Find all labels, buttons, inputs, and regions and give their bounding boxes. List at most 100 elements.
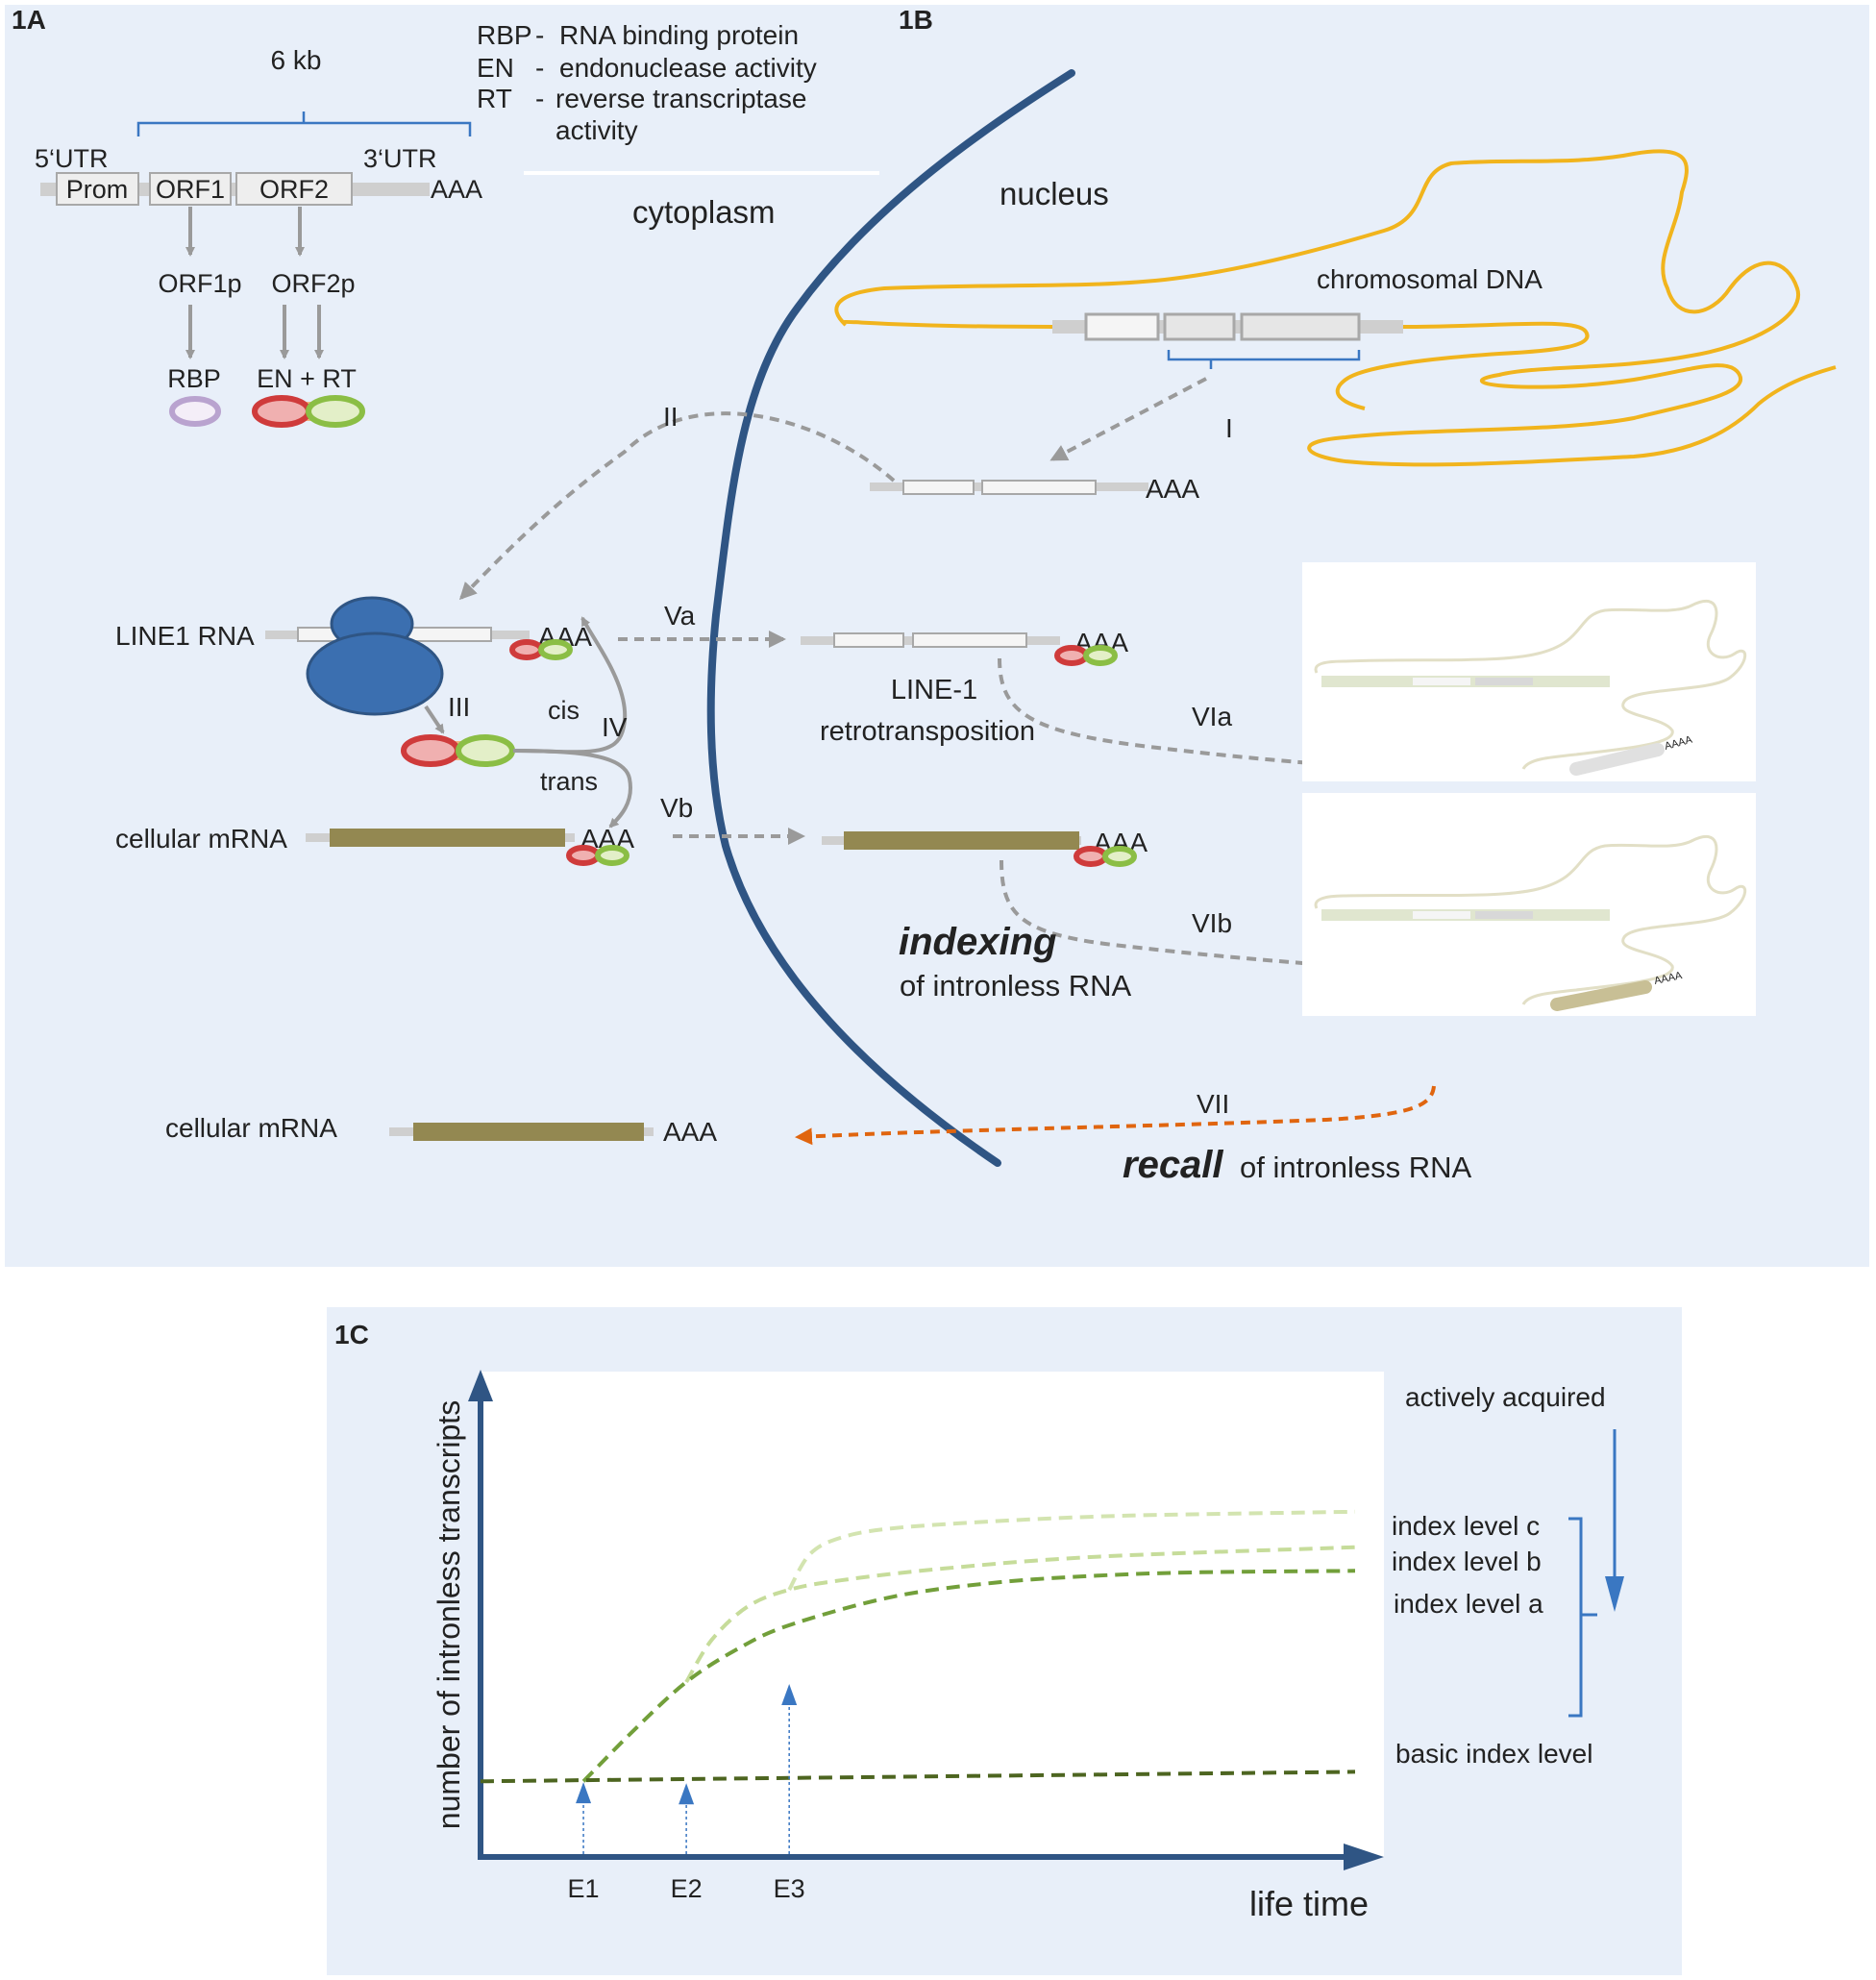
nuclear-rna-box-1 xyxy=(902,480,975,495)
inset-b-line1-box xyxy=(1413,911,1470,919)
trans-rt-icon xyxy=(595,845,629,866)
ribosome-large-subunit-icon xyxy=(306,631,444,716)
inset-b-line1-box-2 xyxy=(1475,911,1533,919)
nucleus-label: nucleus xyxy=(1000,176,1109,211)
index-levels-bracket xyxy=(1568,1517,1597,1718)
length-label: 6 kb xyxy=(271,45,322,75)
recalled-mrna-polya: AAA xyxy=(663,1117,717,1147)
x-tick-label: E3 xyxy=(774,1874,805,1903)
inset-a-dna xyxy=(1314,599,1747,770)
export-arrow xyxy=(458,411,896,601)
level-c-label: index level c xyxy=(1392,1511,1540,1541)
chromosomal-dna-label: chromosomal DNA xyxy=(1317,264,1543,294)
cis-rt-icon xyxy=(538,639,573,660)
recall-sub-label: of intronless RNA xyxy=(1240,1151,1472,1184)
orf1p-label: ORF1p xyxy=(158,269,241,298)
legend: RBP - RNA binding protein EN - endonucle… xyxy=(477,20,817,145)
cytoplasm-label: cytoplasm xyxy=(632,194,776,230)
translation-arrow xyxy=(424,705,445,734)
panel-1c: 1C number of intronless transcripts life… xyxy=(334,1320,1624,1923)
retrotransposition-line1-label: LINE-1 xyxy=(891,675,977,705)
legend-abbr: RT xyxy=(477,84,512,113)
step-via-label: VIa xyxy=(1192,702,1232,731)
orf1-label: ORF1 xyxy=(156,175,225,204)
trans-en-icon xyxy=(566,845,601,866)
panel-1b: 1B cytoplasm nucleus chromosomal DNA I A… xyxy=(115,5,1837,1186)
x-axis-arrowhead xyxy=(1344,1844,1384,1870)
event-marker-arrowhead xyxy=(576,1782,592,1804)
panel-1c-tag: 1C xyxy=(334,1320,369,1349)
legend-abbr: EN xyxy=(477,53,514,83)
indexing-sub-label: of intronless RNA xyxy=(900,969,1132,1002)
nuclear-rna-box-2 xyxy=(981,480,1097,495)
inset-indexing xyxy=(1302,793,1756,1016)
series-line-b xyxy=(684,1545,1356,1684)
orf2-box xyxy=(235,172,353,206)
step-vii-label: VII xyxy=(1197,1089,1229,1119)
retrotransposition-label: retrotransposition xyxy=(820,716,1035,747)
dna-line1-box-3 xyxy=(1240,312,1361,341)
cis-label: cis xyxy=(548,696,580,725)
orf2p-label: ORF2p xyxy=(271,269,355,298)
recall-label: recall xyxy=(1123,1144,1223,1186)
trans-arrow xyxy=(512,749,632,829)
panel-1b-tag: 1B xyxy=(899,5,933,35)
transcription-arrow xyxy=(1049,377,1207,461)
plot-area xyxy=(481,1372,1384,1857)
en-rt-label: EN + RT xyxy=(257,364,357,393)
nuclear-mrna-rt-icon xyxy=(1102,846,1137,867)
rbp-protein-icon xyxy=(169,396,221,427)
step-ii-label: II xyxy=(663,402,679,432)
step-i-label: I xyxy=(1225,413,1233,443)
panel-1a: 1A 6 kb RBP - RNA binding protein EN - e… xyxy=(12,5,817,428)
legend-dash: - xyxy=(535,20,544,50)
inset-b-dna xyxy=(1314,834,1747,1005)
indexing-label: indexing xyxy=(899,921,1056,963)
dna-orf-bracket xyxy=(1167,350,1361,369)
legend-text: reverse transcriptase xyxy=(555,84,806,113)
level-a-label: index level a xyxy=(1394,1589,1543,1619)
series-line-basic xyxy=(480,1770,1356,1784)
step-vib-label: VIb xyxy=(1192,908,1232,938)
series-line-a xyxy=(581,1569,1356,1783)
en-domain-icon xyxy=(252,395,311,428)
cellular-mrna-label: cellular mRNA xyxy=(115,824,287,854)
legend-dash: - xyxy=(535,53,544,83)
cellular-mrna-body xyxy=(330,829,565,847)
legend-text: activity xyxy=(555,115,638,145)
nuclear-line1-box-1 xyxy=(833,632,904,648)
orf1-box xyxy=(149,172,232,206)
legend-text: RNA binding protein xyxy=(559,20,799,50)
inset-a-line1-box xyxy=(1413,678,1470,685)
step-va-label: Va xyxy=(664,601,696,631)
nuclear-membrane xyxy=(706,69,1075,1167)
cellular-mrna-2-label: cellular mRNA xyxy=(165,1113,337,1143)
legend-dash: - xyxy=(535,84,544,113)
step-iv-label: IV xyxy=(602,712,628,742)
event-marker-arrowhead xyxy=(781,1683,798,1705)
nuclear-mrna-en-icon xyxy=(1074,846,1108,867)
prom-box xyxy=(56,172,139,206)
prom-label: Prom xyxy=(66,175,129,204)
dna-line1-box-1 xyxy=(1084,312,1160,341)
step-vb-label: Vb xyxy=(660,793,693,823)
utr3-label: 3‘UTR xyxy=(363,144,437,173)
orf2-label: ORF2 xyxy=(259,175,329,204)
polya-label: AAA xyxy=(431,175,482,204)
x-axis-label: life time xyxy=(1249,1884,1369,1923)
nuclear-line1-rt-icon xyxy=(1083,645,1118,666)
event-marker-arrowhead xyxy=(679,1783,695,1805)
nuclear-rna-polya: AAA xyxy=(1146,474,1199,504)
inset-a-line1-box-2 xyxy=(1475,678,1533,685)
orf2p-en-icon xyxy=(401,734,460,767)
nuclear-line1-en-icon xyxy=(1054,645,1089,666)
trans-label: trans xyxy=(540,767,598,796)
recall-arrow xyxy=(795,1085,1436,1146)
utr5-label: 5‘UTR xyxy=(35,144,109,173)
actively-acquired-label: actively acquired xyxy=(1405,1382,1606,1412)
nuclear-line1-box-2 xyxy=(912,632,1027,648)
legend-abbr: RBP xyxy=(477,20,532,50)
panel-1a-tag: 1A xyxy=(12,5,46,35)
retrotransposition-arrow xyxy=(998,657,1459,780)
